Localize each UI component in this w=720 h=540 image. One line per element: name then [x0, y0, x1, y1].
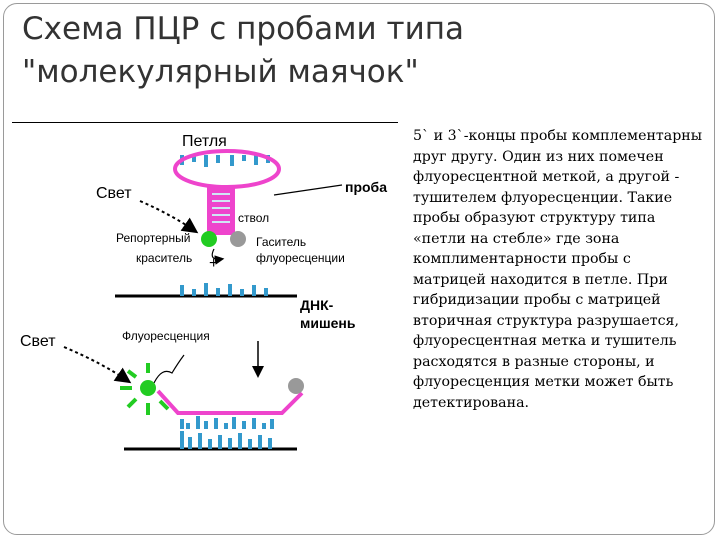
label-reporter-2: краситель — [136, 251, 193, 265]
label-quencher-2: флуоресценции — [256, 251, 345, 265]
reporter-dye-released — [140, 380, 156, 396]
fluorescence-rays — [120, 363, 170, 415]
label-loop: Петля — [182, 133, 227, 150]
quencher-released — [288, 378, 304, 394]
fluorescence-squiggle — [153, 354, 185, 384]
target-bases-bottom — [180, 431, 272, 449]
light-arrow-bottom — [63, 346, 132, 384]
probe-loop — [173, 149, 281, 189]
label-probe: проба — [345, 179, 387, 195]
slide-title: Схема ПЦР с пробами типа "молекулярный м… — [22, 11, 465, 90]
quencher — [230, 231, 246, 247]
light-arrow-top — [139, 200, 199, 234]
label-fluorescence: Флуоресценция — [122, 329, 210, 343]
label-light-bottom: Свет — [20, 333, 56, 350]
label-reporter-1: Репортерный — [116, 231, 191, 245]
quench-arrow — [211, 248, 225, 265]
label-quencher-1: Гаситель — [256, 235, 307, 249]
probe-linear — [156, 389, 304, 415]
hybrid-bases — [180, 416, 274, 429]
hairpin-probe — [139, 149, 343, 265]
hybridized-probe — [63, 346, 304, 451]
target-dna — [115, 283, 297, 298]
diagram-drawing — [63, 149, 343, 451]
label-target-1: ДНК- — [300, 297, 334, 313]
description-text: 5` и 3`-концы пробы комплементарны друг … — [413, 128, 703, 411]
reporter-dye — [201, 231, 217, 247]
probe-stem — [207, 185, 235, 235]
molecular-beacon-diagram: Петля Свет проба ствол Репортерный краси… — [12, 123, 402, 463]
probe-pointer — [273, 184, 343, 196]
label-target-2: мишень — [300, 315, 356, 331]
target-bases — [180, 283, 268, 296]
title-divider — [12, 122, 398, 123]
label-plus: + — [209, 255, 219, 272]
label-light-top: Свет — [96, 185, 132, 202]
label-stem: ствол — [238, 211, 270, 225]
stem-rungs — [212, 193, 230, 223]
slide-frame — [3, 3, 715, 535]
